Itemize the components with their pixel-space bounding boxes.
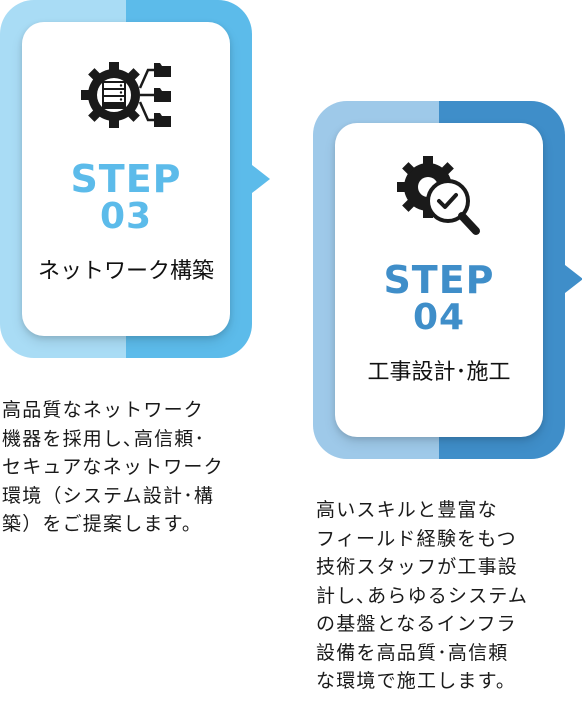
- step-04-description: 高いスキルと豊富な フィールド経験をもつ 技術スタッフが工事設 計し､あらゆるシ…: [316, 499, 529, 692]
- step-03-description: 高品質なネットワーク 機器を採用し､高信頼･ セキュアなネットワーク 環境（シス…: [2, 399, 224, 535]
- server-gear-network-icon: [81, 62, 171, 128]
- step-label: STEP: [70, 157, 182, 201]
- gear-magnifier-check-icon: [397, 156, 480, 235]
- step-label: STEP: [383, 258, 495, 302]
- next-arrow-icon: [252, 165, 270, 193]
- step-number: 04: [412, 297, 466, 338]
- step-card: STEP 03 ネットワーク構築: [22, 22, 230, 336]
- step-title: ネットワーク構築: [37, 259, 214, 284]
- next-arrow-icon: [565, 265, 582, 293]
- step-card: STEP 04 工事設計･施工: [335, 123, 543, 437]
- step-number: 03: [99, 196, 153, 237]
- step-title: 工事設計･施工: [367, 360, 511, 385]
